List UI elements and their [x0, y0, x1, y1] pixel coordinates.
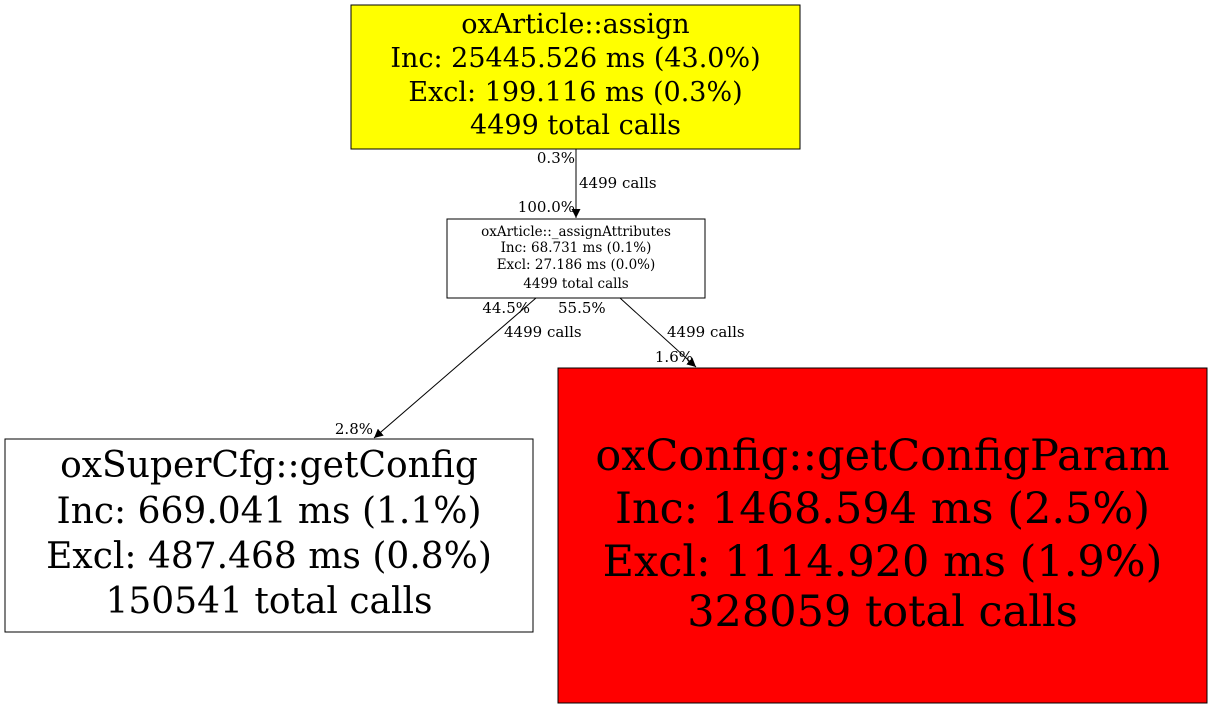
- node-box: [350, 4, 801, 150]
- node-function-name: oxConfig::getConfigParam: [595, 431, 1169, 481]
- node-total-calls: 4499 total calls: [470, 110, 681, 141]
- edge-head-percent: 1.6%: [655, 348, 693, 366]
- edge-assign-attributes-to-get-config-param: 55.5% 4499 calls 1.6%: [558, 297, 745, 368]
- node-oxarticle-assign[interactable]: oxArticle::assign Inc: 25445.526 ms (43.…: [350, 4, 801, 150]
- node-exclusive-time: Excl: 27.186 ms (0.0%): [497, 257, 656, 273]
- edge-assign-to-assign-attributes: 0.3% 4499 calls 100.0%: [518, 149, 657, 218]
- node-inclusive-time: Inc: 1468.594 ms (2.5%): [615, 484, 1150, 534]
- node-total-calls: 4499 total calls: [523, 276, 629, 292]
- node-function-name: oxArticle::_assignAttributes: [481, 224, 671, 240]
- node-box: [4, 438, 534, 633]
- edge-call-count: 4499 calls: [579, 174, 657, 192]
- edge-tail-percent: 55.5%: [558, 299, 606, 317]
- node-oxconfig-getconfigparam[interactable]: oxConfig::getConfigParam Inc: 1468.594 m…: [557, 367, 1208, 704]
- node-exclusive-time: Excl: 1114.920 ms (1.9%): [603, 537, 1163, 587]
- node-inclusive-time: Inc: 669.041 ms (1.1%): [56, 491, 481, 532]
- node-exclusive-time: Excl: 199.116 ms (0.3%): [408, 77, 742, 108]
- node-box: [557, 367, 1208, 704]
- edge-head-percent: 100.0%: [518, 198, 575, 216]
- node-oxarticle-assign-attributes[interactable]: oxArticle::_assignAttributes Inc: 68.731…: [446, 218, 706, 299]
- edge-call-count: 4499 calls: [504, 323, 582, 341]
- node-exclusive-time: Excl: 487.468 ms (0.8%): [46, 536, 492, 577]
- edge-head-percent: 2.8%: [335, 420, 373, 438]
- edge-tail-percent: 44.5%: [482, 299, 530, 317]
- edge-tail-percent: 0.3%: [537, 149, 575, 167]
- node-function-name: oxArticle::assign: [461, 9, 689, 40]
- edge-assign-attributes-to-get-config: 44.5% 4499 calls 2.8%: [335, 297, 582, 439]
- node-inclusive-time: Inc: 68.731 ms (0.1%): [501, 240, 652, 256]
- node-function-name: oxSuperCfg::getConfig: [60, 445, 478, 486]
- node-oxsupercfg-getconfig[interactable]: oxSuperCfg::getConfig Inc: 669.041 ms (1…: [4, 438, 534, 633]
- node-total-calls: 150541 total calls: [105, 581, 432, 622]
- node-box: [446, 218, 706, 299]
- edge-call-count: 4499 calls: [667, 323, 745, 341]
- node-inclusive-time: Inc: 25445.526 ms (43.0%): [390, 43, 760, 74]
- node-total-calls: 328059 total calls: [687, 587, 1078, 637]
